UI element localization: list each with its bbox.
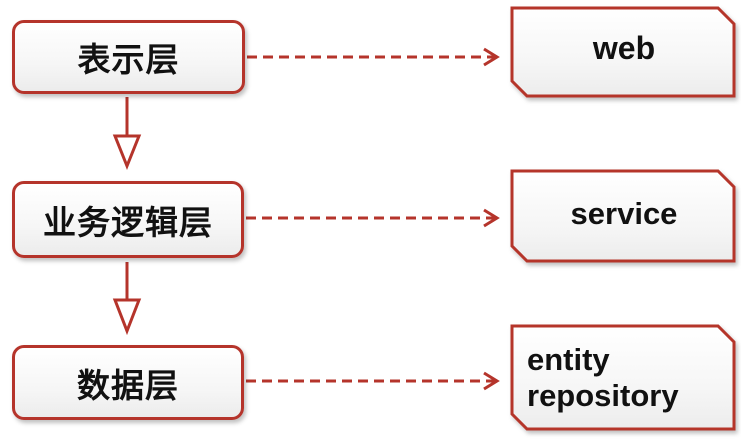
tech-box-web [510, 6, 736, 98]
tech-label-service: service [520, 196, 728, 232]
mapping-arrow-data [246, 371, 500, 391]
tech-label-data: entity repository [527, 342, 732, 413]
tech-label-web: web [520, 30, 728, 67]
tech-text-entity: entity [527, 342, 610, 377]
mapping-arrow-web [247, 47, 500, 67]
layer-box-presentation: 表示层 [12, 20, 245, 94]
tech-box-data [510, 324, 736, 431]
tech-text-service: service [570, 196, 678, 231]
layer-label-presentation: 表示层 [77, 40, 180, 79]
layer-label-business-logic: 业务逻辑层 [43, 202, 213, 242]
tech-box-service [510, 169, 736, 263]
layer-box-business-logic: 业务逻辑层 [12, 181, 244, 258]
layer-box-data: 数据层 [12, 345, 244, 420]
tech-text-web: web [592, 30, 656, 66]
layer-flow-arrow-1 [112, 97, 142, 171]
tech-text-repository: repository [527, 377, 679, 413]
layer-flow-arrow-2 [112, 262, 142, 336]
mapping-arrow-service [246, 208, 500, 228]
layer-label-data: 数据层 [77, 365, 179, 405]
